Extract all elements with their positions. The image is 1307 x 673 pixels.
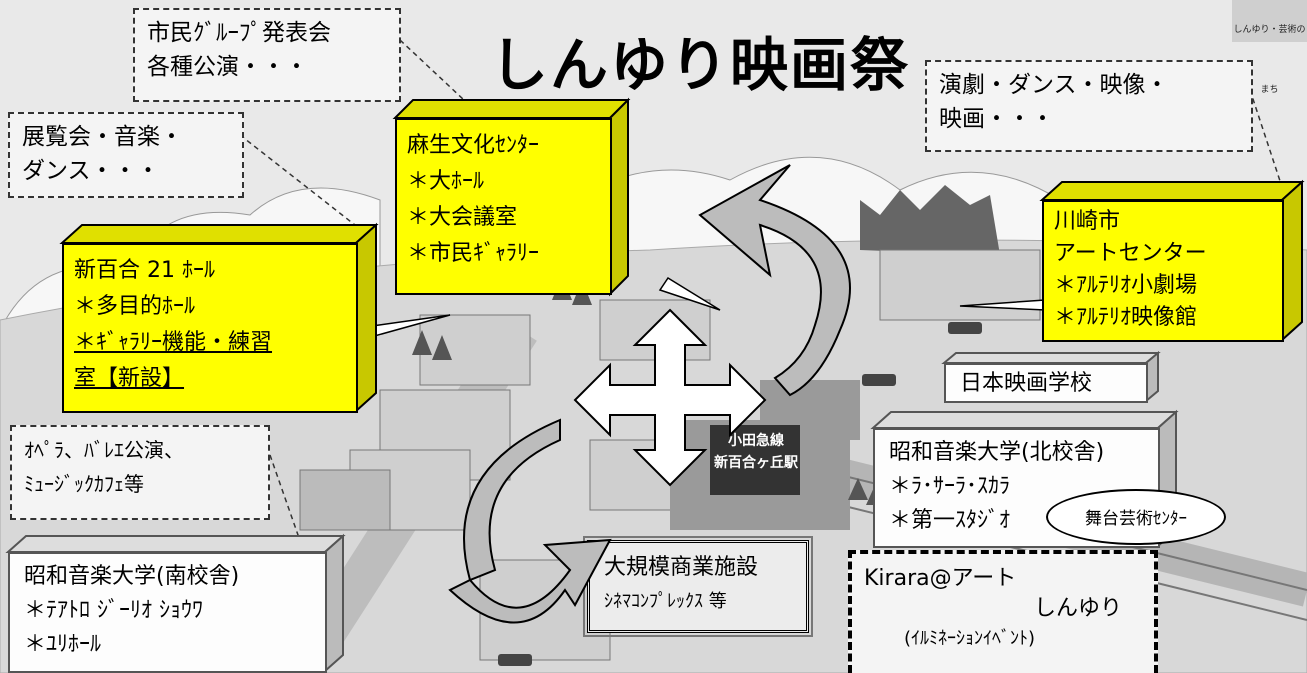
curved-arrow-icon [448,418,612,624]
callout-line: ｵﾍﾟﾗ、ﾊﾞﾚｴ公演、 [24,438,184,462]
venue-item: ＊多目的ﾎｰﾙ [74,294,196,319]
callout-line: 各種公演・・・ [147,54,308,80]
venue-item: ＊ｱﾙﾃﾘｵ小劇場 [1054,273,1198,298]
logo: しんゆり・芸術のまち [1232,0,1307,95]
station-line-name: 小田急線 [728,433,784,449]
callout-line: 展覧会・音楽・ [22,124,183,150]
callout-theatre: 演劇・ダンス・映像・ 映画・・・ [925,60,1253,152]
curved-arrow-icon [698,164,851,397]
school-item: ＊ﾕﾘﾎｰﾙ [24,632,102,657]
venue-item: ＊大ﾎｰﾙ [407,169,485,194]
callout-opera: ｵﾍﾟﾗ、ﾊﾞﾚｴ公演、 ﾐｭｰｼﾞｯｸｶﾌｪ等 [10,425,270,520]
commercial-facility: 大規模商業施設 ｼﾈﾏｺﾝﾌﾟﾚｯｸｽ 等 [583,536,813,637]
venue-kawasaki-art-center: 川崎市 アートセンター ＊ｱﾙﾃﾘｵ小劇場 ＊ｱﾙﾃﾘｵ映像館 [1039,179,1305,343]
venue-name: 川崎市 [1054,209,1121,234]
venue-name: 麻生文化ｾﾝﾀｰ [407,133,540,158]
venue-item: ＊市民ｷﾞｬﾗﾘｰ [407,241,540,266]
venue-item: ＊ｷﾞｬﾗﾘｰ機能・練習 [74,330,273,355]
callout-line: ﾐｭｰｼﾞｯｸｶﾌｪ等 [24,472,144,496]
school-name: 昭和音楽大学(南校舎) [24,564,240,589]
venue-item: ＊ｱﾙﾃﾘｵ映像館 [1054,305,1198,330]
school-showa-north: 昭和音楽大学(北校舎) ＊ﾗ･ｻｰﾗ･ｽｶﾗ ＊第一ｽﾀｼﾞｵ [870,409,1179,549]
callout-line: 市民ｸﾞﾙｰﾌﾟ発表会 [147,20,331,46]
station-sign: 小田急線 新百合ヶ丘駅 [712,430,800,474]
callout-line: ダンス・・・ [22,158,160,184]
venue-name: アートセンター [1054,241,1207,266]
venue-item: ＊大会議室 [407,205,518,230]
kirara-art-event: Kirara@アート しんゆり (ｲﾙﾐﾈｰｼｮﾝｲﾍﾞﾝﾄ) [848,550,1158,673]
event-name: しんゆり [1033,596,1122,621]
school-item: ＊ﾃｱﾄﾛ ｼﾞｰﾘｵ ｼｮｳﾜ [24,598,203,623]
callout-line: 映画・・・ [939,106,1054,132]
venue-item: 室【新設】 [74,366,185,391]
callout-line: 演劇・ダンス・映像・ [939,72,1169,98]
callout-citizen-groups: 市民ｸﾞﾙｰﾌﾟ発表会 各種公演・・・ [133,8,401,102]
facility-detail: ｼﾈﾏｺﾝﾌﾟﾚｯｸｽ 等 [604,591,727,612]
stage-arts-center-label: 舞台芸術ｾﾝﾀｰ [1046,489,1226,545]
venue-asao-cultural-center: 麻生文化ｾﾝﾀｰ ＊大ﾎｰﾙ ＊大会議室 ＊市民ｷﾞｬﾗﾘｰ [392,97,631,297]
school-item: ＊ﾗ･ｻｰﾗ･ｽｶﾗ [889,474,1011,499]
page-title: しんゆり映画祭 [490,31,911,99]
school-name: 昭和音楽大学(北校舎) [889,440,1105,465]
callout-exhibitions: 展覧会・音楽・ ダンス・・・ [8,112,244,198]
school-name: 日本映画学校 [944,363,1148,403]
school-item: ＊第一ｽﾀｼﾞｵ [889,508,1011,533]
school-showa-south: 昭和音楽大学(南校舎) ＊ﾃｱﾄﾛ ｼﾞｰﾘｵ ｼｮｳﾜ ＊ﾕﾘﾎｰﾙ [5,533,346,673]
school-japan-film-school: 日本映画学校 [941,350,1161,404]
event-name: Kirara@アート [864,566,1017,591]
venue-name: 新百合 21 ﾎｰﾙ [74,258,215,283]
four-way-arrow-icon [573,308,767,487]
venue-shinyuri21-hall: 新百合 21 ﾎｰﾙ ＊多目的ﾎｰﾙ ＊ｷﾞｬﾗﾘｰ機能・練習 室【新設】 [59,222,379,414]
station-name: 新百合ヶ丘駅 [714,455,798,471]
event-detail: (ｲﾙﾐﾈｰｼｮﾝｲﾍﾞﾝﾄ) [904,628,1036,649]
facility-name: 大規模商業施設 [604,555,759,580]
